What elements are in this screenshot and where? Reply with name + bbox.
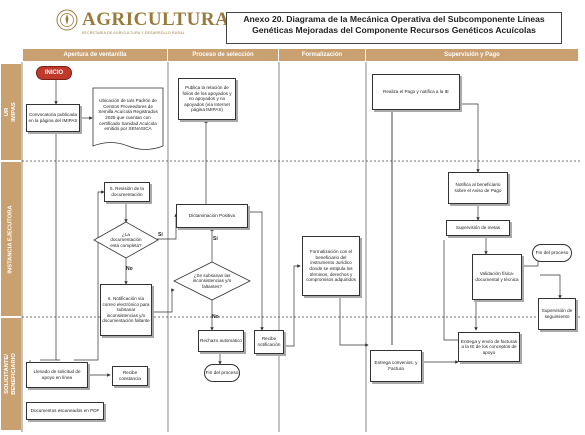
rechazo-box: Rechazo automático	[198, 330, 244, 352]
completa-decision: ¿La documentación está completa?	[110, 231, 142, 248]
realiza-pago-box: Realiza el Pago y notifica a la IE	[372, 74, 460, 110]
seguimiento-box: Supervisión de seguimiento	[538, 298, 576, 330]
role-ur: UR IMIPAS	[1, 64, 21, 160]
label-si-2: Sí	[213, 236, 218, 242]
fin-1-node: Fin del proceso	[204, 364, 240, 382]
recibe-notificacion-box: Recibe notificación	[254, 330, 284, 354]
fin-2-node: Fin del proceso	[532, 244, 572, 262]
entrega-pago-box: Entrega y envío de facturas a la IE de l…	[458, 332, 520, 362]
lane-seleccion: Proceso de selección	[168, 49, 279, 61]
ubicacion-document: Ubicación de Ia/s Padrón de Centros Prov…	[98, 98, 158, 132]
role-instancia: INSTANCIA EJECUTORA	[1, 162, 21, 316]
notificacion-box: 6. Notificación vía correo electrónico p…	[100, 284, 152, 336]
agriculture-logo-icon	[56, 9, 78, 31]
convocatoria-box: Convocatoria publicada en la página del …	[26, 104, 80, 132]
entrega-convenios-box: Entrega convenios, y Factura	[370, 350, 422, 382]
lane-apertura: Apertura de ventanilla	[23, 49, 168, 61]
logo-text: AGRICULTURA	[82, 9, 230, 30]
label-no-2: No	[212, 314, 219, 320]
label-no-1: No	[126, 266, 133, 272]
validacion-box: Validación física- documental y técnica	[472, 254, 522, 300]
subsanan-decision: ¿Se subsanan las inconsistencias y/o fal…	[192, 272, 232, 289]
formalizacion-box: Formalización con el beneficiario del in…	[302, 236, 360, 296]
revision-box: 5. Revisión de la documentación	[104, 182, 150, 202]
supervision-metas-box: Supervisión de metas	[446, 220, 510, 236]
label-si-1: Sí	[158, 232, 163, 238]
lane-formalizacion: Formalización	[279, 49, 366, 61]
role-solicitante: SOLICITANTE/ BENEFICIARIO	[1, 318, 21, 430]
lane-supervision: Supervisión y Pago	[366, 49, 579, 61]
inicio-node: INICIO	[36, 66, 72, 80]
documentos-box: Documentos escaneados en PDF	[26, 402, 104, 420]
publica-box: Publica la relación de folios de los apo…	[178, 78, 236, 120]
logo-subtitle: SECRETARÍA DE AGRICULTURA Y DESARROLLO R…	[82, 31, 185, 35]
notifica-box: Notifica al beneficiario sobre el Aviso …	[448, 172, 508, 204]
diagram-title: Anexo 20. Diagrama de la Mecánica Operat…	[226, 12, 562, 44]
dictaminacion-box: Dictaminación Positiva	[176, 204, 248, 228]
constancia-box: Recibe constancia	[112, 366, 148, 386]
solicitud-box: Llenado de solicitud de apoyo en línea	[26, 362, 88, 388]
